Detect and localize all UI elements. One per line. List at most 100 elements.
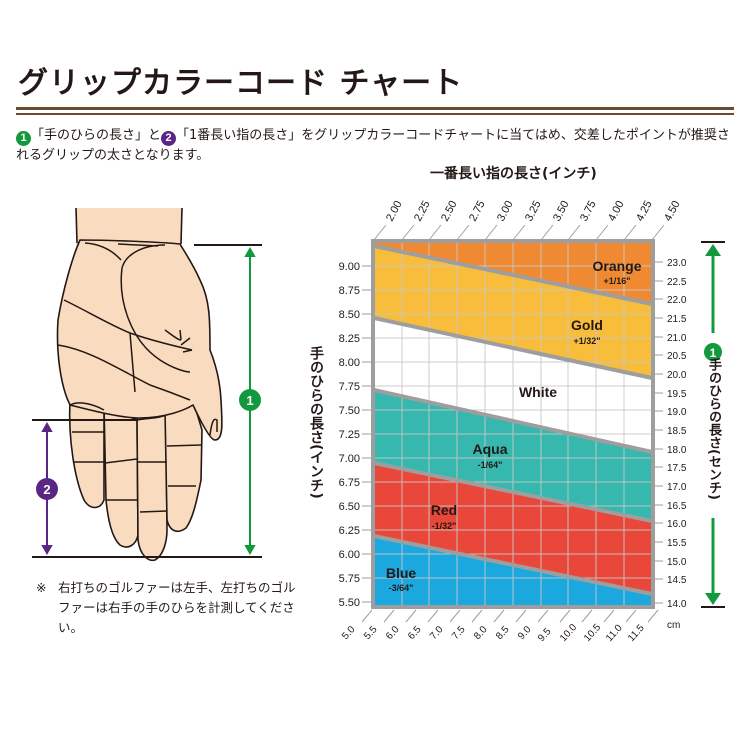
- svg-text:16.5: 16.5: [667, 501, 687, 512]
- right-palm-arrow: 1: [701, 241, 725, 608]
- svg-text:2: 2: [43, 482, 50, 497]
- svg-text:7.75: 7.75: [339, 381, 360, 393]
- marker-1-badge: 1: [16, 131, 31, 146]
- note-text: 右打ちのゴルファーは左手、左打ちのゴルファーは右手の手のひらを計測してください。: [58, 580, 296, 635]
- label-gold: Gold: [571, 317, 603, 333]
- svg-text:7.25: 7.25: [339, 429, 360, 441]
- marker-2-icon: 2: [36, 478, 58, 500]
- svg-text:18.0: 18.0: [667, 445, 687, 456]
- svg-text:4.00: 4.00: [606, 199, 627, 224]
- measurement-guides: [32, 244, 262, 558]
- svg-text:6.0: 6.0: [384, 624, 402, 642]
- svg-text:5.75: 5.75: [339, 573, 360, 585]
- svg-text:19.0: 19.0: [667, 407, 687, 418]
- svg-text:6.5: 6.5: [406, 624, 424, 642]
- band-boundaries: [373, 244, 653, 596]
- svg-text:5.0: 5.0: [340, 624, 358, 642]
- right-axis-title: 手のひらの長さ(センチ): [706, 358, 721, 500]
- svg-text:6.50: 6.50: [339, 501, 360, 513]
- label-aqua: Aqua: [473, 441, 508, 457]
- title-divider-bottom: [16, 113, 734, 115]
- band-labels: Orange +1/16" Gold +1/32" White Aqua -1/…: [386, 258, 642, 593]
- title-divider-top: [16, 107, 734, 110]
- svg-text:11.0: 11.0: [604, 622, 625, 644]
- bottom-unit-label: cm: [667, 620, 680, 631]
- svg-text:2.75: 2.75: [467, 199, 488, 224]
- size-blue: -3/64": [389, 583, 414, 593]
- svg-text:17.0: 17.0: [667, 482, 687, 493]
- svg-text:20.0: 20.0: [667, 370, 687, 381]
- svg-text:18.5: 18.5: [667, 426, 687, 437]
- marker-1-icon: 1: [239, 389, 261, 411]
- svg-text:14.5: 14.5: [667, 575, 687, 586]
- svg-text:9.00: 9.00: [339, 261, 360, 273]
- top-axis-ticks: 2.00 2.25 2.50 2.75 3.00 3.25 3.50 3.75 …: [384, 199, 683, 224]
- svg-text:10.0: 10.0: [558, 622, 579, 644]
- size-red: -1/32": [432, 521, 457, 531]
- svg-text:10.5: 10.5: [582, 622, 603, 644]
- svg-text:22.5: 22.5: [667, 277, 687, 288]
- svg-text:4.50: 4.50: [662, 199, 683, 224]
- label-white: White: [519, 384, 557, 400]
- label-blue: Blue: [386, 565, 417, 581]
- svg-text:22.0: 22.0: [667, 295, 687, 306]
- svg-text:4.25: 4.25: [634, 199, 655, 224]
- svg-text:3.00: 3.00: [495, 199, 516, 224]
- bottom-axis-ticks: 5.0 5.5 6.0 6.5 7.0 7.5 8.0 8.5 9.0 9.5 …: [340, 622, 647, 644]
- label-red: Red: [431, 502, 457, 518]
- svg-text:7.5: 7.5: [450, 624, 468, 642]
- svg-text:8.00: 8.00: [339, 357, 360, 369]
- chart-frame: [371, 239, 655, 609]
- intro-part-1: 「手のひらの長さ」と: [31, 128, 162, 143]
- svg-text:16.0: 16.0: [667, 519, 687, 530]
- svg-text:7.00: 7.00: [339, 453, 360, 465]
- size-gold: +1/32": [573, 336, 600, 346]
- label-orange: Orange: [592, 258, 641, 274]
- right-axis-ticks: 23.0 22.5 22.0 21.5 21.0 20.5 20.0 19.5 …: [667, 258, 687, 610]
- right-marker-1-icon: [704, 343, 722, 361]
- size-aqua: -1/64": [478, 460, 503, 470]
- svg-text:1: 1: [710, 346, 717, 360]
- palm-lines: [57, 242, 218, 513]
- svg-text:8.5: 8.5: [494, 624, 512, 642]
- svg-text:7.50: 7.50: [339, 405, 360, 417]
- page-title: グリップカラーコード チャート: [18, 66, 464, 101]
- svg-text:3.50: 3.50: [551, 199, 572, 224]
- marker-2-badge: 2: [161, 131, 177, 146]
- hand-illustration: 1 2: [32, 207, 262, 562]
- handedness-note: ※ 右打ちのゴルファーは左手、左打ちのゴルファーは右手の手のひらを計測してくださ…: [36, 578, 296, 638]
- svg-text:20.5: 20.5: [667, 351, 687, 362]
- svg-text:23.0: 23.0: [667, 258, 687, 269]
- svg-text:5.5: 5.5: [362, 624, 380, 642]
- svg-text:2.00: 2.00: [384, 199, 405, 224]
- intro-part-2: 「1番長い指の長さ」をグリップカラーコードチャートに当てはめ、交差したポイントが…: [16, 128, 730, 163]
- svg-text:6.00: 6.00: [339, 549, 360, 561]
- note-mark: ※: [36, 580, 47, 595]
- svg-text:1: 1: [246, 393, 253, 408]
- svg-text:8.75: 8.75: [339, 285, 360, 297]
- svg-text:8.0: 8.0: [472, 624, 490, 642]
- size-orange: +1/16": [603, 276, 630, 286]
- svg-text:8.25: 8.25: [339, 333, 360, 345]
- svg-text:21.5: 21.5: [667, 314, 687, 325]
- svg-text:19.5: 19.5: [667, 389, 687, 400]
- left-axis-ticks: 9.00 8.75 8.50 8.25 8.00 7.75 7.50 7.25 …: [339, 261, 360, 609]
- svg-text:3.75: 3.75: [578, 199, 599, 224]
- svg-text:14.0: 14.0: [667, 599, 687, 610]
- svg-text:7.0: 7.0: [428, 624, 446, 642]
- chart-grid: [374, 242, 652, 606]
- svg-text:21.0: 21.0: [667, 333, 687, 344]
- svg-text:17.5: 17.5: [667, 463, 687, 474]
- svg-text:11.5: 11.5: [626, 622, 647, 644]
- left-axis-title: 手のひらの長さ(インチ): [308, 346, 324, 499]
- svg-text:9.0: 9.0: [516, 624, 534, 642]
- svg-text:3.25: 3.25: [523, 199, 544, 224]
- svg-text:15.5: 15.5: [667, 538, 687, 549]
- svg-text:2.50: 2.50: [439, 199, 460, 224]
- top-axis-title: 一番長い指の長さ(インチ): [430, 166, 597, 182]
- svg-text:5.50: 5.50: [339, 597, 360, 609]
- svg-text:15.0: 15.0: [667, 557, 687, 568]
- svg-text:6.25: 6.25: [339, 525, 360, 537]
